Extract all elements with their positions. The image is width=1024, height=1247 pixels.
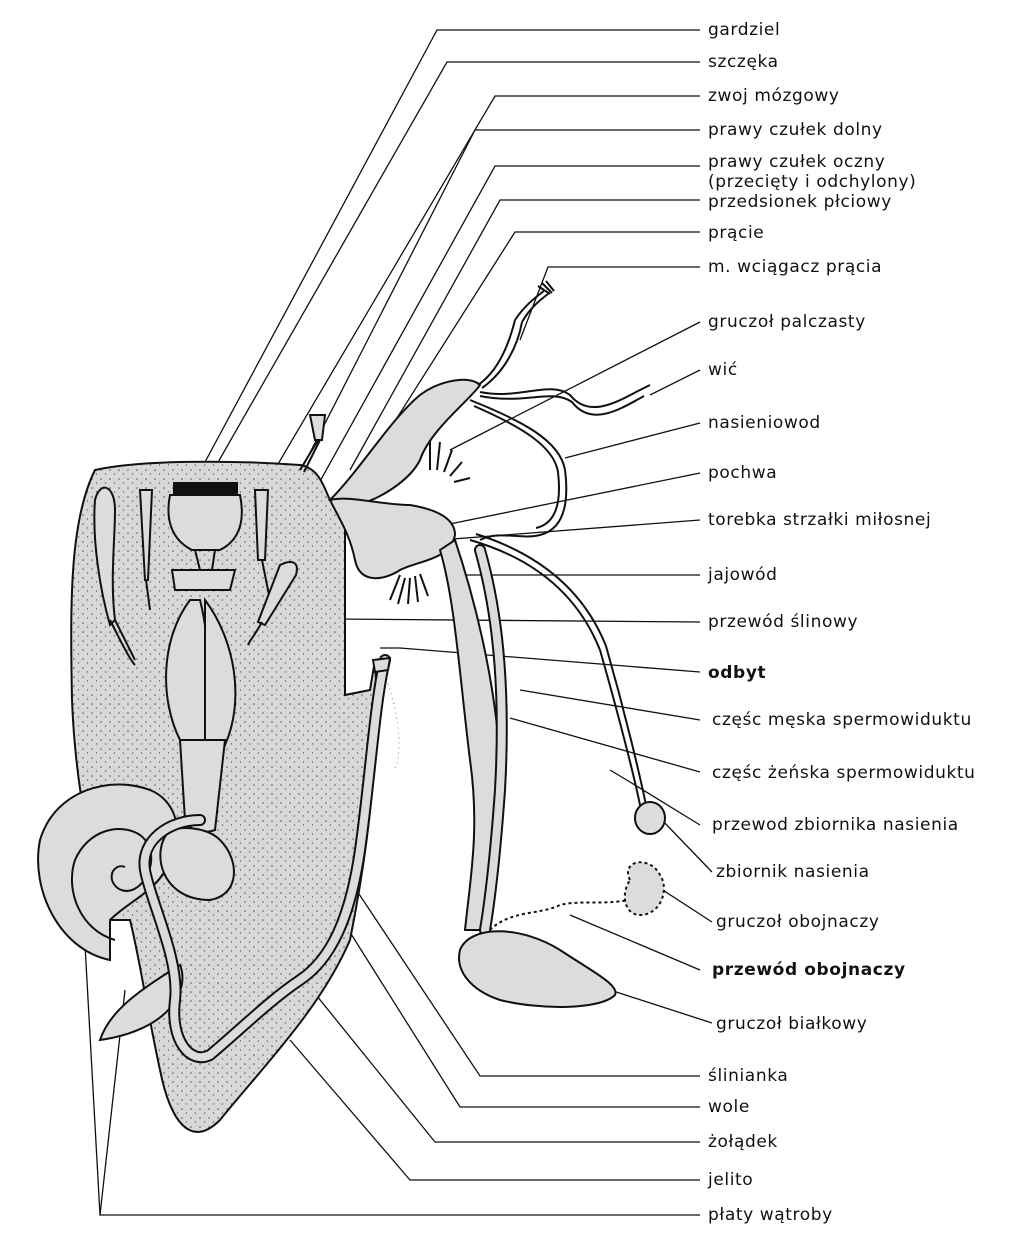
label-prawy-czulek-oczny-note: (przecięty i odchylony): [708, 172, 916, 192]
label-prawy-czulek-oczny: prawy czułek oczny: [708, 152, 885, 172]
label-wic: wić: [708, 360, 738, 380]
labels: gardziel szczęka zwoj mózgowy prawy czuł…: [707, 20, 976, 1225]
label-nasieniowod: nasieniowod: [708, 413, 821, 433]
label-zwoj-mozgowy: zwoj mózgowy: [708, 86, 840, 106]
label-torebka: torebka strzałki miłosnej: [708, 510, 931, 530]
label-wole: wole: [708, 1097, 750, 1117]
label-prawy-czulek-dolny: prawy czułek dolny: [708, 120, 883, 140]
label-gruczol-bialkowy: gruczoł białkowy: [716, 1014, 867, 1034]
tentacles: [93, 414, 327, 666]
label-pochwa: pochwa: [708, 463, 777, 483]
label-gardziel: gardziel: [708, 20, 780, 40]
label-zbiornik: zbiornik nasienia: [716, 862, 870, 882]
snail-body: [70, 460, 400, 1133]
label-przewod-slinowy: przewód ślinowy: [708, 612, 858, 632]
label-pracie: prącie: [708, 223, 764, 243]
liver-lobes: [37, 783, 184, 1042]
label-czesc-zenska: częśc żeńska spermowiduktu: [712, 763, 976, 783]
label-odbyt: odbyt: [708, 663, 766, 683]
label-platy-watroby: płaty wątroby: [708, 1205, 833, 1225]
label-zoladek: żołądek: [708, 1132, 778, 1152]
label-gruczol-palczasty: gruczoł palczasty: [708, 312, 866, 332]
label-slinianka: ślinianka: [708, 1066, 788, 1086]
label-przewod-obojnaczy: przewód obojnaczy: [712, 960, 906, 980]
label-czesc-meska: częśc męska spermowiduktu: [712, 710, 972, 730]
label-przewod-zbiornika: przewod zbiornika nasienia: [712, 815, 959, 835]
label-wciagacz-pracia: m. wciągacz prącia: [708, 257, 882, 277]
label-szczeka: szczęka: [708, 52, 779, 72]
label-przedsionek-plciowy: przedsionek płciowy: [708, 192, 892, 212]
digestive-tract: [138, 482, 392, 1063]
reproductive-system: [327, 280, 666, 1008]
label-jelito: jelito: [707, 1170, 753, 1190]
leader-lines: [84, 29, 713, 1216]
label-jajowod: jajowód: [707, 565, 778, 585]
label-gruczol-obojnaczy: gruczoł obojnaczy: [716, 912, 880, 932]
